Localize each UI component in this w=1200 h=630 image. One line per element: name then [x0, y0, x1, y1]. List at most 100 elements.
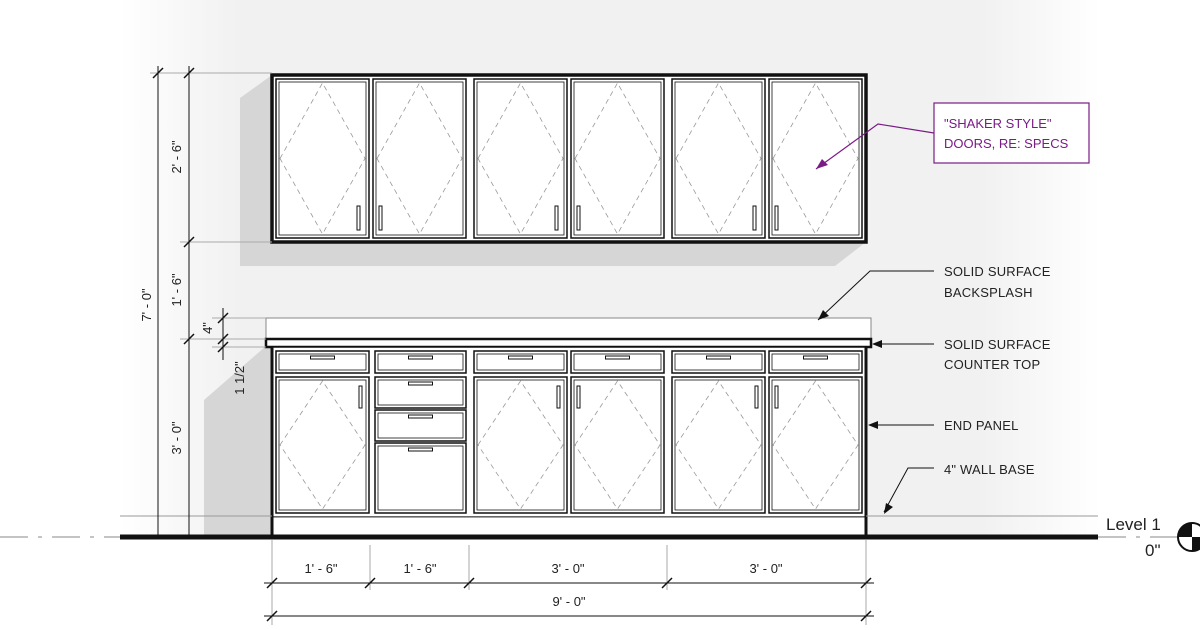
upper-door-2-panel — [372, 78, 467, 239]
top-drawer-2-inset — [377, 353, 464, 371]
upper-door-2[interactable] — [372, 78, 467, 239]
backsplash — [265, 317, 872, 340]
upper-door-6-swing-lines — [772, 82, 859, 235]
base-fronts — [275, 350, 863, 514]
stack-drawer-3-panel — [374, 442, 467, 514]
tick-w-0 — [266, 577, 278, 589]
base-door-4-panel — [671, 376, 766, 514]
stack-drawer-3[interactable] — [374, 442, 467, 514]
base-door-5[interactable] — [768, 376, 863, 514]
base-door-1-inset — [278, 379, 367, 511]
top-drawer-1-pull — [310, 355, 335, 360]
top-drawer-5-pull — [706, 355, 731, 360]
stack-drawer-3-pull — [408, 447, 433, 452]
top-drawer-3-inset — [476, 353, 565, 371]
base-door-1[interactable] — [275, 376, 370, 514]
tick-chain-top — [183, 67, 195, 79]
top-drawer-5[interactable] — [671, 350, 766, 374]
level-marker: Level 1 0" — [1106, 515, 1200, 560]
upper-door-2-swing-lines — [376, 82, 463, 235]
backsplash-note-line-2: BACKSPLASH — [944, 285, 1033, 300]
upper-door-5[interactable] — [671, 78, 766, 239]
end-panel-note: END PANEL — [944, 418, 1019, 433]
wall-base-leader — [883, 467, 934, 513]
base-cabinet-frame — [271, 346, 867, 518]
backsplash-panel — [265, 317, 872, 340]
top-drawer-4-panel — [570, 350, 665, 374]
countertop — [264, 337, 873, 349]
shaker-style-arrowhead — [816, 159, 828, 169]
upper-door-2-inset — [375, 81, 464, 236]
upper-door-4[interactable] — [570, 78, 665, 239]
stack-drawer-1-pull — [408, 381, 433, 386]
base-door-1-swing-lines — [279, 380, 366, 510]
dim-width-1: 1' - 6" — [304, 561, 337, 576]
base-door-4-inset — [674, 379, 763, 511]
top-drawer-5-panel — [671, 350, 766, 374]
shaker-style-tag-line-1: "SHAKER STYLE" — [944, 116, 1052, 131]
top-drawer-1-panel — [275, 350, 370, 374]
base-door-2-swing-lines — [477, 380, 564, 510]
tick-overall-top — [152, 67, 164, 79]
base-door-2-inset — [476, 379, 565, 511]
top-drawer-6[interactable] — [768, 350, 863, 374]
top-drawer-4-inset — [573, 353, 662, 371]
top-drawer-2[interactable] — [374, 350, 467, 374]
top-drawer-4[interactable] — [570, 350, 665, 374]
upper-cabinets — [270, 73, 868, 244]
upper-door-6[interactable] — [768, 78, 863, 239]
stack-drawer-2-inset — [377, 412, 464, 439]
dim-width-4: 3' - 0" — [749, 561, 782, 576]
upper-door-3-panel — [473, 78, 568, 239]
dim-width-2: 1' - 6" — [403, 561, 436, 576]
backsplash-note-line-1: SOLID SURFACE — [944, 264, 1051, 279]
base-door-3-panel — [570, 376, 665, 514]
upper-door-3[interactable] — [473, 78, 568, 239]
shaker-style-tag-box — [933, 102, 1090, 164]
base-door-3-inset — [573, 379, 662, 511]
shaker-style-leader — [815, 123, 935, 170]
base-door-1-panel — [275, 376, 370, 514]
base-door-2-panel — [473, 376, 568, 514]
base-door-2[interactable] — [473, 376, 568, 514]
top-drawer-3-panel — [473, 350, 568, 374]
horizontal-dimensions — [264, 540, 874, 625]
upper-door-4-inset — [573, 81, 662, 236]
tick-ow-0 — [266, 610, 278, 622]
top-drawer-3-pull — [508, 355, 533, 360]
tick-w-4 — [860, 577, 872, 589]
base-cabinets — [270, 346, 868, 537]
upper-door-5-swing-lines — [675, 82, 762, 235]
tick-w-2 — [463, 577, 475, 589]
countertop-note-line-2: COUNTER TOP — [944, 357, 1040, 372]
countertop-arrowhead — [872, 340, 882, 348]
upper-doors — [275, 78, 863, 239]
upper-door-4-panel — [570, 78, 665, 239]
upper-door-1-handle — [356, 205, 361, 231]
wall-base-arrowhead — [884, 503, 893, 514]
tick-w-3 — [661, 577, 673, 589]
upper-door-1[interactable] — [275, 78, 370, 239]
top-drawer-1[interactable] — [275, 350, 370, 374]
level-target-quadrant-2 — [1192, 537, 1200, 551]
dim-backsplash-height: 4" — [200, 322, 215, 334]
upper-door-6-handle — [774, 205, 779, 231]
upper-door-3-handle — [554, 205, 559, 231]
dim-overall-width: 9' - 0" — [552, 594, 585, 609]
stack-drawer-2[interactable] — [374, 409, 467, 442]
upper-door-1-inset — [278, 81, 367, 236]
level-target-quadrant-1 — [1178, 523, 1192, 537]
upper-cabinet-frame — [270, 73, 868, 244]
stack-drawer-1[interactable] — [374, 376, 467, 409]
base-door-4[interactable] — [671, 376, 766, 514]
top-drawer-5-inset — [674, 353, 763, 371]
tick-ow-1 — [860, 610, 872, 622]
dim-base-height: 3' - 0" — [169, 421, 184, 454]
base-door-3[interactable] — [570, 376, 665, 514]
top-drawer-3[interactable] — [473, 350, 568, 374]
upper-door-3-inset — [476, 81, 565, 236]
stack-drawer-2-pull — [408, 414, 433, 419]
countertop-slab — [264, 337, 873, 349]
tick-backsplash-top — [217, 312, 229, 324]
